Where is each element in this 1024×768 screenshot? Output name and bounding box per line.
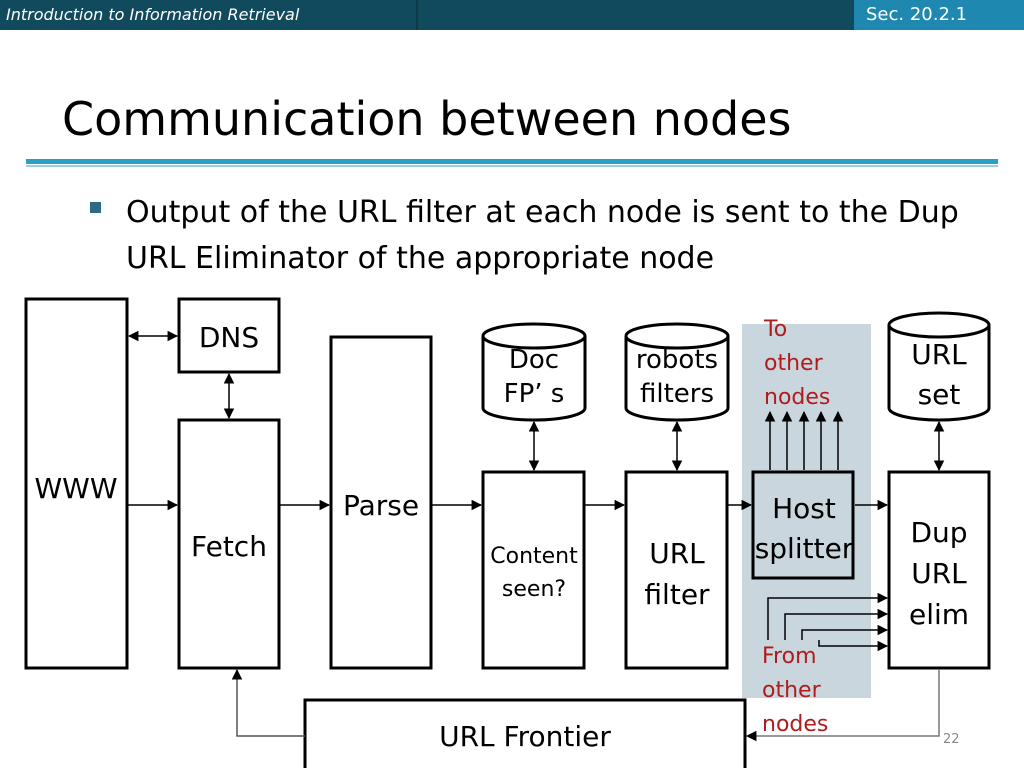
to-other-nodes-line3: nodes xyxy=(764,385,830,410)
doc-fps-cylinder-top xyxy=(481,322,587,350)
url-filter-label-line1: URL xyxy=(649,537,705,570)
arrow-from-other-nodes-2 xyxy=(784,608,889,640)
doc-fps-cylinder xyxy=(481,336,587,422)
arrow-from-other-nodes-4 xyxy=(818,640,889,652)
url-filter-label-line2: filter xyxy=(644,578,710,611)
host-splitter-box xyxy=(751,470,855,580)
arrow-from-other-nodes-3 xyxy=(801,624,889,640)
dns-box xyxy=(177,297,281,374)
fetch-box xyxy=(177,418,281,670)
robots-filters-label-line2: filters xyxy=(640,379,714,409)
host-splitter-highlight xyxy=(742,324,871,698)
title-rule xyxy=(26,159,998,164)
header-bar: Introduction to Information Retrieval Se… xyxy=(0,0,1024,30)
arrow-frontier-fetch xyxy=(231,668,305,737)
to-other-nodes-line2: other xyxy=(764,351,824,376)
from-other-nodes-line1: From xyxy=(762,644,817,669)
host-splitter-label-line1: Host xyxy=(772,492,836,525)
dup-url-elim-box xyxy=(887,470,991,670)
course-title: Introduction to Information Retrieval xyxy=(6,5,300,24)
doc-fps-label-line1: Doc xyxy=(509,345,559,375)
url-frontier-box xyxy=(303,698,747,768)
www-box xyxy=(24,297,129,670)
arrow-from-other-nodes-1 xyxy=(767,592,889,640)
section-badge: Sec. 20.2.1 xyxy=(854,0,1024,30)
page-number: 22 xyxy=(943,732,960,747)
url-set-cylinder xyxy=(887,325,991,422)
section-label: Sec. 20.2.1 xyxy=(866,4,968,25)
parse-box xyxy=(329,335,433,670)
url-set-cylinder-top xyxy=(887,311,991,339)
robots-filters-cylinder xyxy=(624,336,730,422)
from-other-nodes-line2: other xyxy=(762,678,822,703)
bullet-text: Output of the URL filter at each node is… xyxy=(126,195,959,276)
title-rule-light xyxy=(26,165,998,167)
header-divider xyxy=(416,0,418,30)
slide-title: Communication between nodes xyxy=(62,92,792,146)
robots-filters-cylinder-top xyxy=(624,322,730,350)
from-other-nodes-line3: nodes xyxy=(762,712,828,737)
dns-label: DNS xyxy=(199,321,259,354)
dup-url-elim-label-line2: URL xyxy=(911,557,967,590)
doc-fps-label-line2: FP’ s xyxy=(504,379,565,409)
dup-url-elim-label-line3: elim xyxy=(909,598,969,631)
arrow-dup-frontier xyxy=(745,669,940,742)
robots-filters-label-line1: robots xyxy=(636,345,718,375)
content-seen-label-line2: seen? xyxy=(502,577,566,602)
fetch-label: Fetch xyxy=(191,530,267,563)
parse-label: Parse xyxy=(343,489,419,522)
content-seen-box xyxy=(481,470,586,670)
url-filter-box xyxy=(624,470,729,670)
content-seen-label-line1: Content xyxy=(490,544,578,569)
to-other-nodes-line1: To xyxy=(763,317,787,342)
bullet-square-icon xyxy=(90,202,101,213)
url-frontier-label: URL Frontier xyxy=(439,720,611,753)
url-set-label-line1: URL xyxy=(911,338,967,371)
dup-url-elim-label-line1: Dup xyxy=(910,516,967,549)
www-label: WWW xyxy=(34,472,117,505)
url-set-label-line2: set xyxy=(918,378,961,411)
host-splitter-label-line2: splitter xyxy=(755,532,854,565)
